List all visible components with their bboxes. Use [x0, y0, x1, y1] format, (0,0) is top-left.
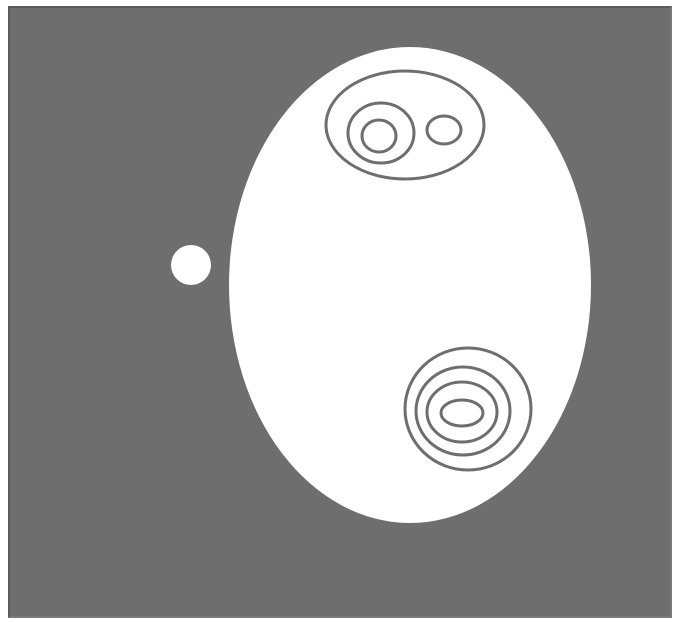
- small-dot: [171, 245, 211, 285]
